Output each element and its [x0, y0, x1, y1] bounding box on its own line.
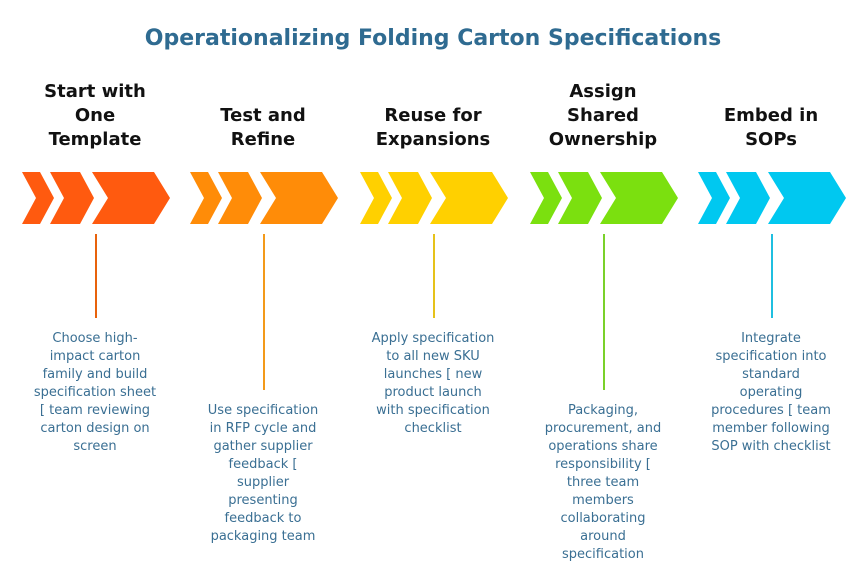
step-heading: Test and Refine	[220, 105, 306, 150]
chevron-small-2	[726, 172, 770, 224]
connector-line	[95, 234, 97, 318]
chevron-small-1	[190, 172, 222, 224]
chevron-small-2	[218, 172, 262, 224]
step-reuse-for-expansions: Reuse for Expansions Apply specification…	[348, 0, 518, 587]
chevron-small-1	[22, 172, 54, 224]
step-embed-in-sops: Embed in SOPs Integrate specification in…	[686, 0, 856, 587]
chevron-small-1	[360, 172, 392, 224]
step-description: Choose high- impact carton family and bu…	[33, 331, 157, 454]
step-description: Apply specification to all new SKU launc…	[371, 331, 495, 436]
chevron-large	[600, 172, 678, 224]
chevron-arrows-icon	[698, 172, 846, 224]
connector-line	[433, 234, 435, 318]
chevron-arrows-icon	[530, 172, 678, 224]
chevron-arrows-icon	[22, 172, 170, 224]
chevron-small-2	[558, 172, 602, 224]
chevron-large	[260, 172, 338, 224]
chevron-small-1	[698, 172, 730, 224]
connector-line	[603, 234, 605, 390]
connector-line	[263, 234, 265, 390]
chevron-small-2	[50, 172, 94, 224]
step-description: Packaging, procurement, and operations s…	[544, 403, 662, 562]
step-heading: Start with One Template	[44, 81, 146, 150]
step-description: Integrate specification into standard op…	[711, 331, 831, 454]
step-start-with-one-template: Start with One Template Choose high- imp…	[10, 0, 180, 587]
chevron-small-2	[388, 172, 432, 224]
chevron-large	[430, 172, 508, 224]
page-title: Operationalizing Folding Carton Specific…	[144, 26, 722, 51]
connector-line	[771, 234, 773, 318]
chevron-large	[768, 172, 846, 224]
chevron-arrows-icon	[190, 172, 338, 224]
chevron-small-1	[530, 172, 562, 224]
step-test-and-refine: Test and Refine Use specification in RFP…	[178, 0, 348, 587]
chevron-arrows-icon	[360, 172, 508, 224]
step-assign-shared-ownership: Assign Shared Ownership Packaging, procu…	[518, 0, 688, 587]
step-description: Use specification in RFP cycle and gathe…	[207, 403, 319, 544]
chevron-large	[92, 172, 170, 224]
step-heading: Assign Shared Ownership	[548, 81, 658, 150]
step-heading: Embed in SOPs	[723, 105, 819, 150]
step-heading: Reuse for Expansions	[375, 105, 491, 150]
